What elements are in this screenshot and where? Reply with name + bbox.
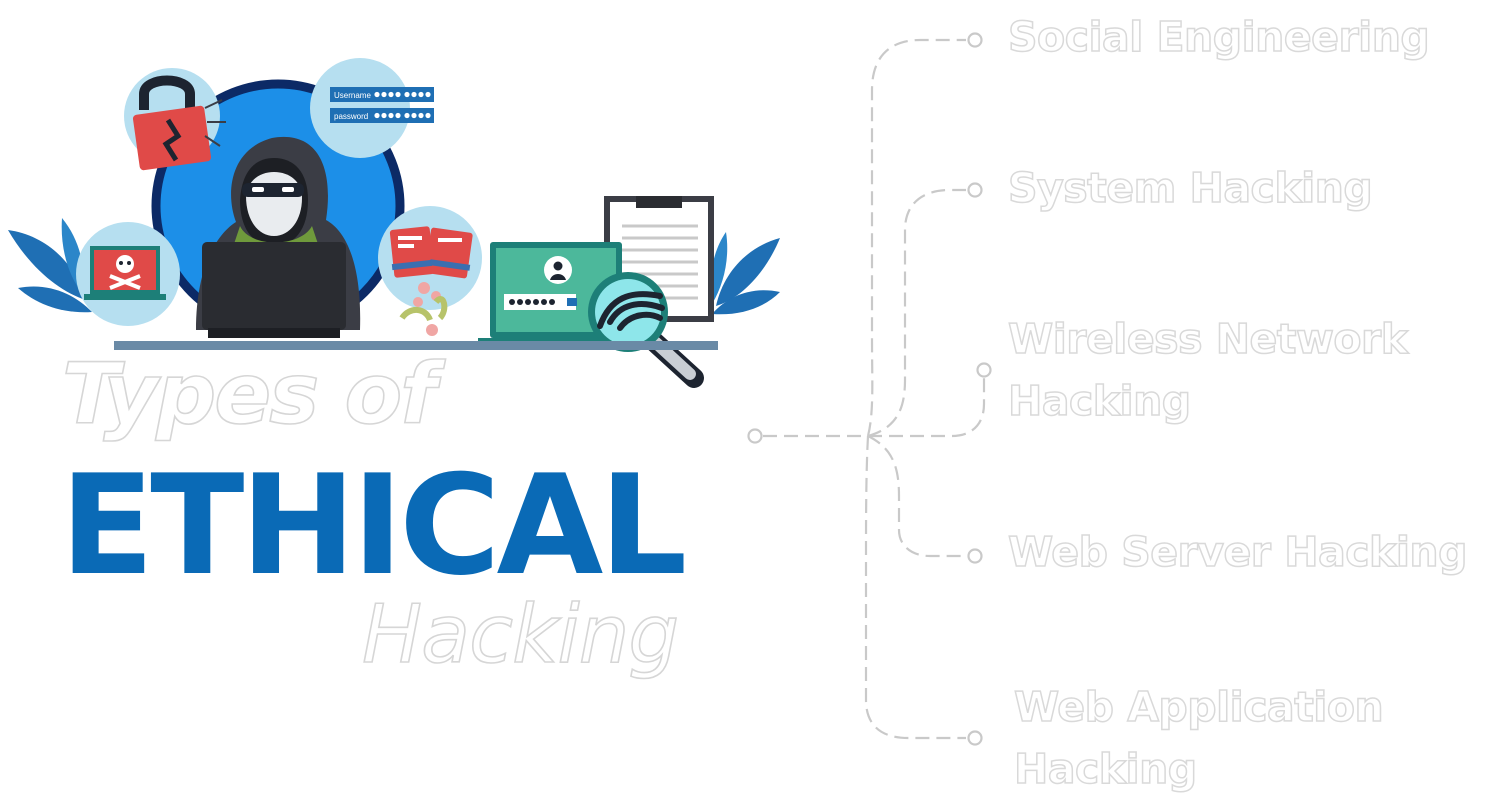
title-hacking: Hacking (361, 587, 680, 682)
hacker-illustration: Username password (8, 58, 780, 388)
branch-label-social-engineering: Social Engineering (1007, 12, 1430, 62)
hooded-hacker-icon (196, 136, 361, 338)
node-system-hacking (967, 182, 983, 198)
connector-web-application-hacking (864, 435, 966, 740)
node-trunk (747, 428, 763, 444)
node-wireless-network-hacking (976, 362, 992, 378)
node-social-engineering (967, 32, 983, 48)
title-types-of: Types of (61, 344, 437, 444)
credentials-bubble: Username password (310, 58, 434, 158)
branch-label-web-application-hacking: Web Application Hacking (1013, 682, 1384, 794)
connector-social-engineering (866, 38, 966, 437)
branch-label-web-server-hacking: Web Server Hacking (1007, 527, 1468, 577)
connector-wireless-network-hacking (868, 378, 986, 438)
leaf-right-icon (710, 232, 780, 315)
desk-line (114, 341, 718, 350)
infected-laptop-icon (76, 222, 180, 326)
connector-web-server-hacking (867, 435, 966, 558)
username-label: Username (334, 91, 371, 100)
login-laptop-icon (478, 242, 634, 348)
stolen-cards-icon (378, 206, 482, 336)
broken-lock-icon (124, 68, 226, 171)
branch-label-system-hacking: System Hacking (1007, 163, 1373, 213)
branch-label-wireless-network-hacking: Wireless Network Hacking (1007, 314, 1409, 426)
node-web-server-hacking (967, 548, 983, 564)
magnifier-claw-icon (588, 272, 704, 388)
title-ethical: ETHICAL (60, 445, 687, 606)
node-web-application-hacking (967, 730, 983, 746)
password-label: password (334, 112, 368, 121)
connector-system-hacking (867, 188, 966, 438)
